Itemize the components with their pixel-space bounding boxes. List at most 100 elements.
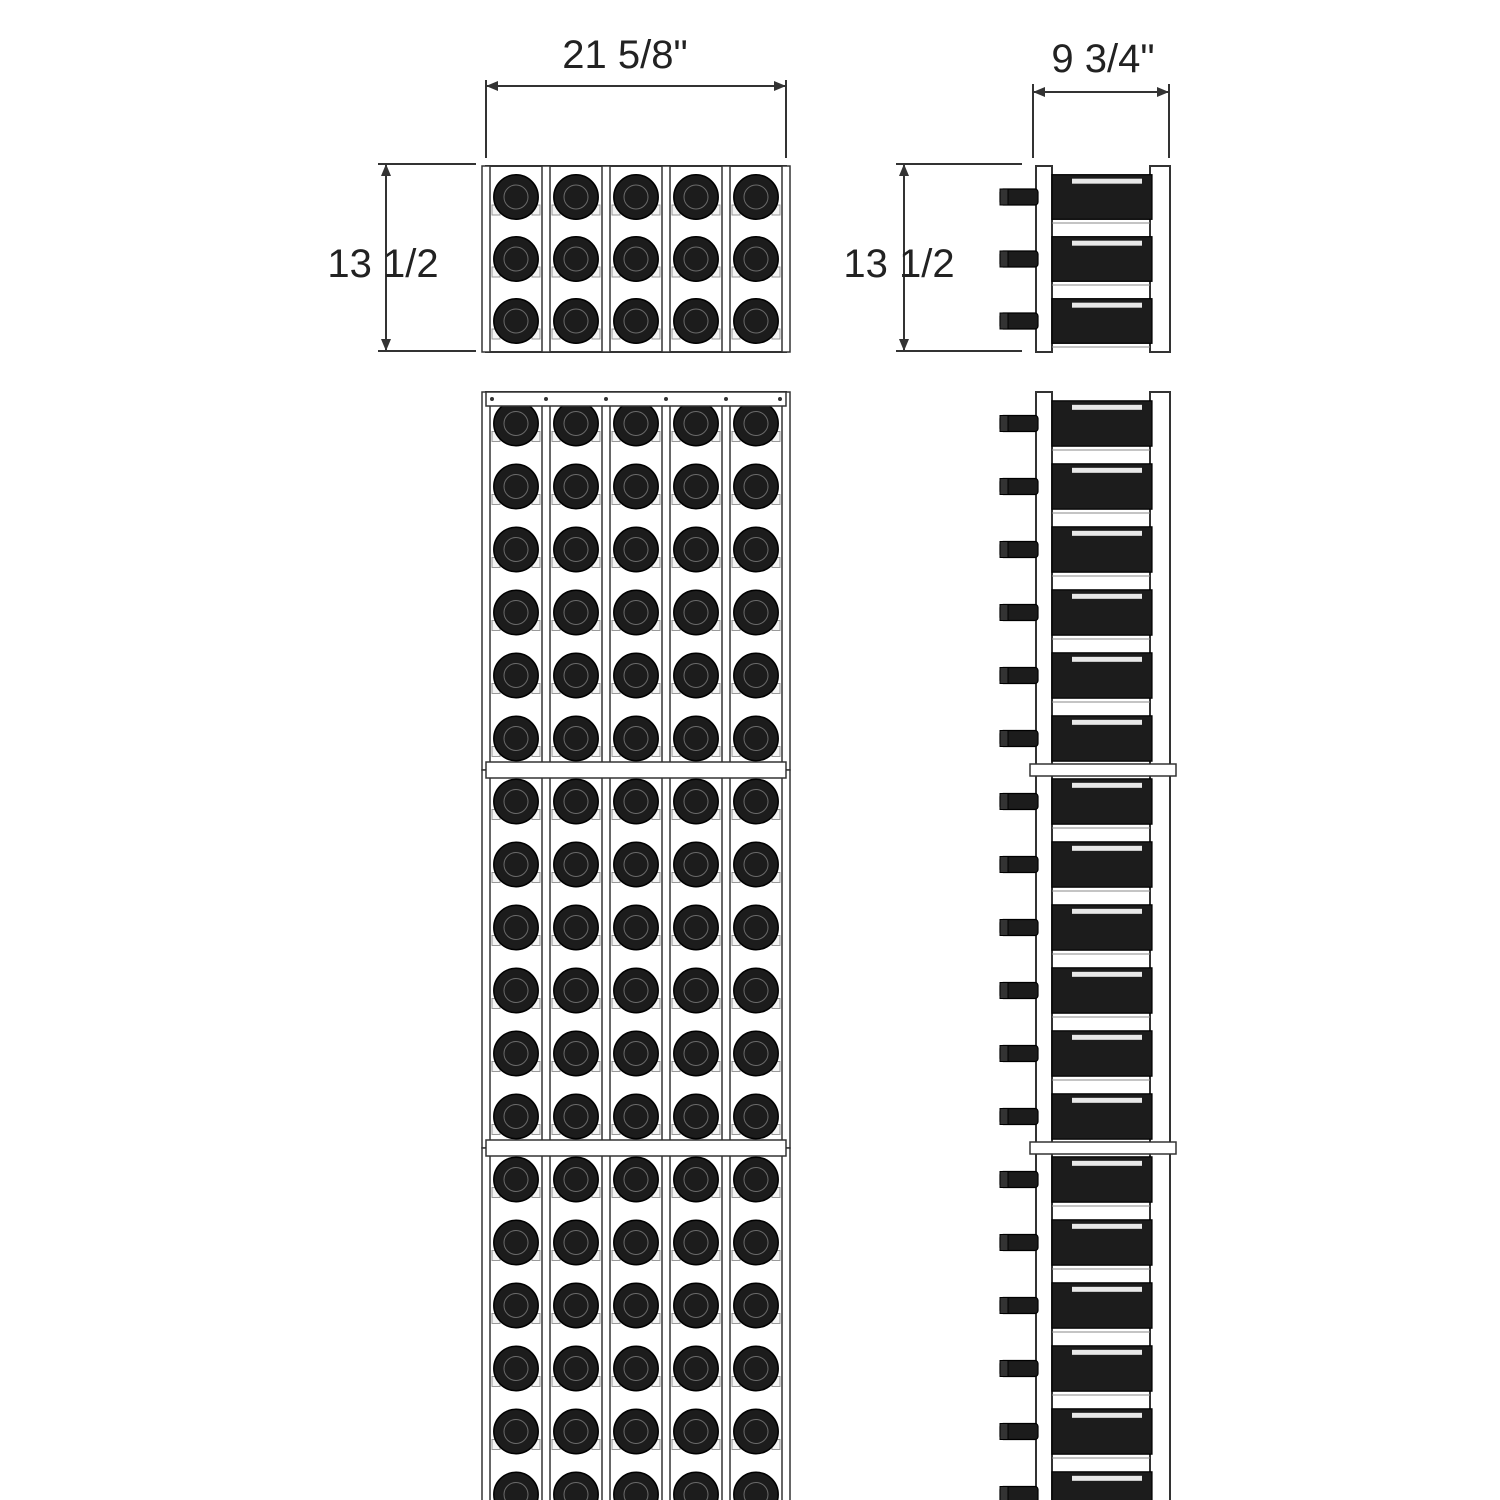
bottle-bottom — [493, 1030, 539, 1077]
bottle-bottom — [673, 1093, 719, 1140]
upright — [661, 769, 671, 1149]
upright — [721, 1147, 731, 1500]
bottle-bottom — [733, 1156, 779, 1203]
bottle-bottom — [673, 463, 719, 510]
connector-plate — [1029, 763, 1177, 777]
bottle-highlight — [1072, 845, 1142, 851]
bottle-bottom — [733, 1282, 779, 1329]
bottle-punt — [743, 1167, 769, 1192]
bottle-capsule — [999, 1297, 1009, 1314]
bottle-bottom — [673, 652, 719, 699]
bottle-punt — [683, 1167, 709, 1192]
bottle-bottom — [553, 174, 599, 220]
upright — [541, 769, 551, 1149]
front-post — [1035, 391, 1053, 1500]
bottle-capsule — [999, 919, 1009, 936]
front-view-tall-rack — [481, 391, 791, 1500]
bottle-bottom — [733, 1219, 779, 1266]
bottle-punt — [743, 474, 769, 499]
upright — [661, 165, 671, 353]
bottle-punt — [743, 1104, 769, 1129]
bottle-punt — [563, 1482, 589, 1500]
bottle-punt — [743, 1356, 769, 1381]
bottle-punt — [623, 726, 649, 751]
bottle-bottom — [493, 652, 539, 699]
bottle-bottom — [553, 715, 599, 762]
bottle-bottom — [613, 1030, 659, 1077]
screw-dot — [664, 397, 668, 401]
upright — [601, 1147, 611, 1500]
bottle-bottom — [673, 526, 719, 573]
bottle-punt — [563, 600, 589, 625]
dimension-height-front: 13 1/2 — [327, 163, 476, 352]
bottle-bottom — [553, 778, 599, 825]
bottle-bottom — [493, 1345, 539, 1392]
bottle-punt — [563, 663, 589, 688]
bottle-punt — [623, 978, 649, 1003]
bottle-capsule — [999, 667, 1009, 684]
bottle-bottom — [733, 715, 779, 762]
bottle-bottom — [733, 589, 779, 636]
bottle-punt — [743, 789, 769, 814]
bottle-punt — [683, 308, 709, 334]
bottle-punt — [503, 663, 529, 688]
bottle-bottom — [493, 1282, 539, 1329]
bottle-punt — [683, 915, 709, 940]
bottle-punt — [503, 308, 529, 334]
bottle-bottom — [673, 1345, 719, 1392]
bottle-punt — [563, 474, 589, 499]
bottle-punt — [503, 246, 529, 272]
bottle-bottom — [613, 715, 659, 762]
bottle-capsule — [999, 415, 1009, 432]
bottle-bottom — [553, 1156, 599, 1203]
bottle-punt — [623, 1419, 649, 1444]
bottle-punt — [683, 978, 709, 1003]
bottle-bottom — [553, 841, 599, 888]
bottle-punt — [503, 1293, 529, 1318]
upright — [721, 391, 731, 771]
bottle-punt — [743, 1230, 769, 1255]
upright — [601, 165, 611, 353]
bottle-capsule — [999, 1108, 1009, 1125]
bottle-bottom — [673, 589, 719, 636]
bottle-punt — [503, 600, 529, 625]
bottle-bottom — [673, 841, 719, 888]
bottle-bottom — [553, 652, 599, 699]
upright — [781, 1147, 791, 1500]
bottle-punt — [503, 1167, 529, 1192]
bottle-bottom — [733, 967, 779, 1014]
bottle-bottom — [553, 400, 599, 447]
bottle-highlight — [1072, 1286, 1142, 1292]
bottle-punt — [623, 537, 649, 562]
bottle-punt — [683, 1230, 709, 1255]
bottle-bottom — [553, 1345, 599, 1392]
bottle-punt — [623, 1230, 649, 1255]
bottle-highlight — [1072, 1160, 1142, 1166]
bottle-bottom — [553, 1093, 599, 1140]
upright — [661, 1147, 671, 1500]
bottle-bottom — [673, 1030, 719, 1077]
bottle-punt — [623, 1356, 649, 1381]
bottle-punt — [683, 411, 709, 436]
bottle-punt — [683, 537, 709, 562]
upright — [481, 1147, 491, 1500]
bottle-bottom — [613, 400, 659, 447]
bottle-bottom — [673, 778, 719, 825]
bottle-punt — [623, 789, 649, 814]
side-height-label: 13 1/2 — [843, 242, 954, 286]
bottle-punt — [743, 915, 769, 940]
bottle-punt — [563, 915, 589, 940]
bottle-highlight — [1072, 1349, 1142, 1355]
bottle-bottom — [733, 841, 779, 888]
bottle-punt — [743, 411, 769, 436]
bottle-punt — [503, 1482, 529, 1500]
bottle-highlight — [1072, 1223, 1142, 1229]
bottle-highlight — [1072, 530, 1142, 536]
bottle-punt — [623, 1167, 649, 1192]
bottle-capsule — [999, 541, 1009, 558]
bottle-punt — [563, 1104, 589, 1129]
bottle-bottom — [613, 1471, 659, 1500]
upright — [481, 165, 491, 353]
bottle-punt — [563, 1356, 589, 1381]
bottle-bottom — [493, 236, 539, 282]
